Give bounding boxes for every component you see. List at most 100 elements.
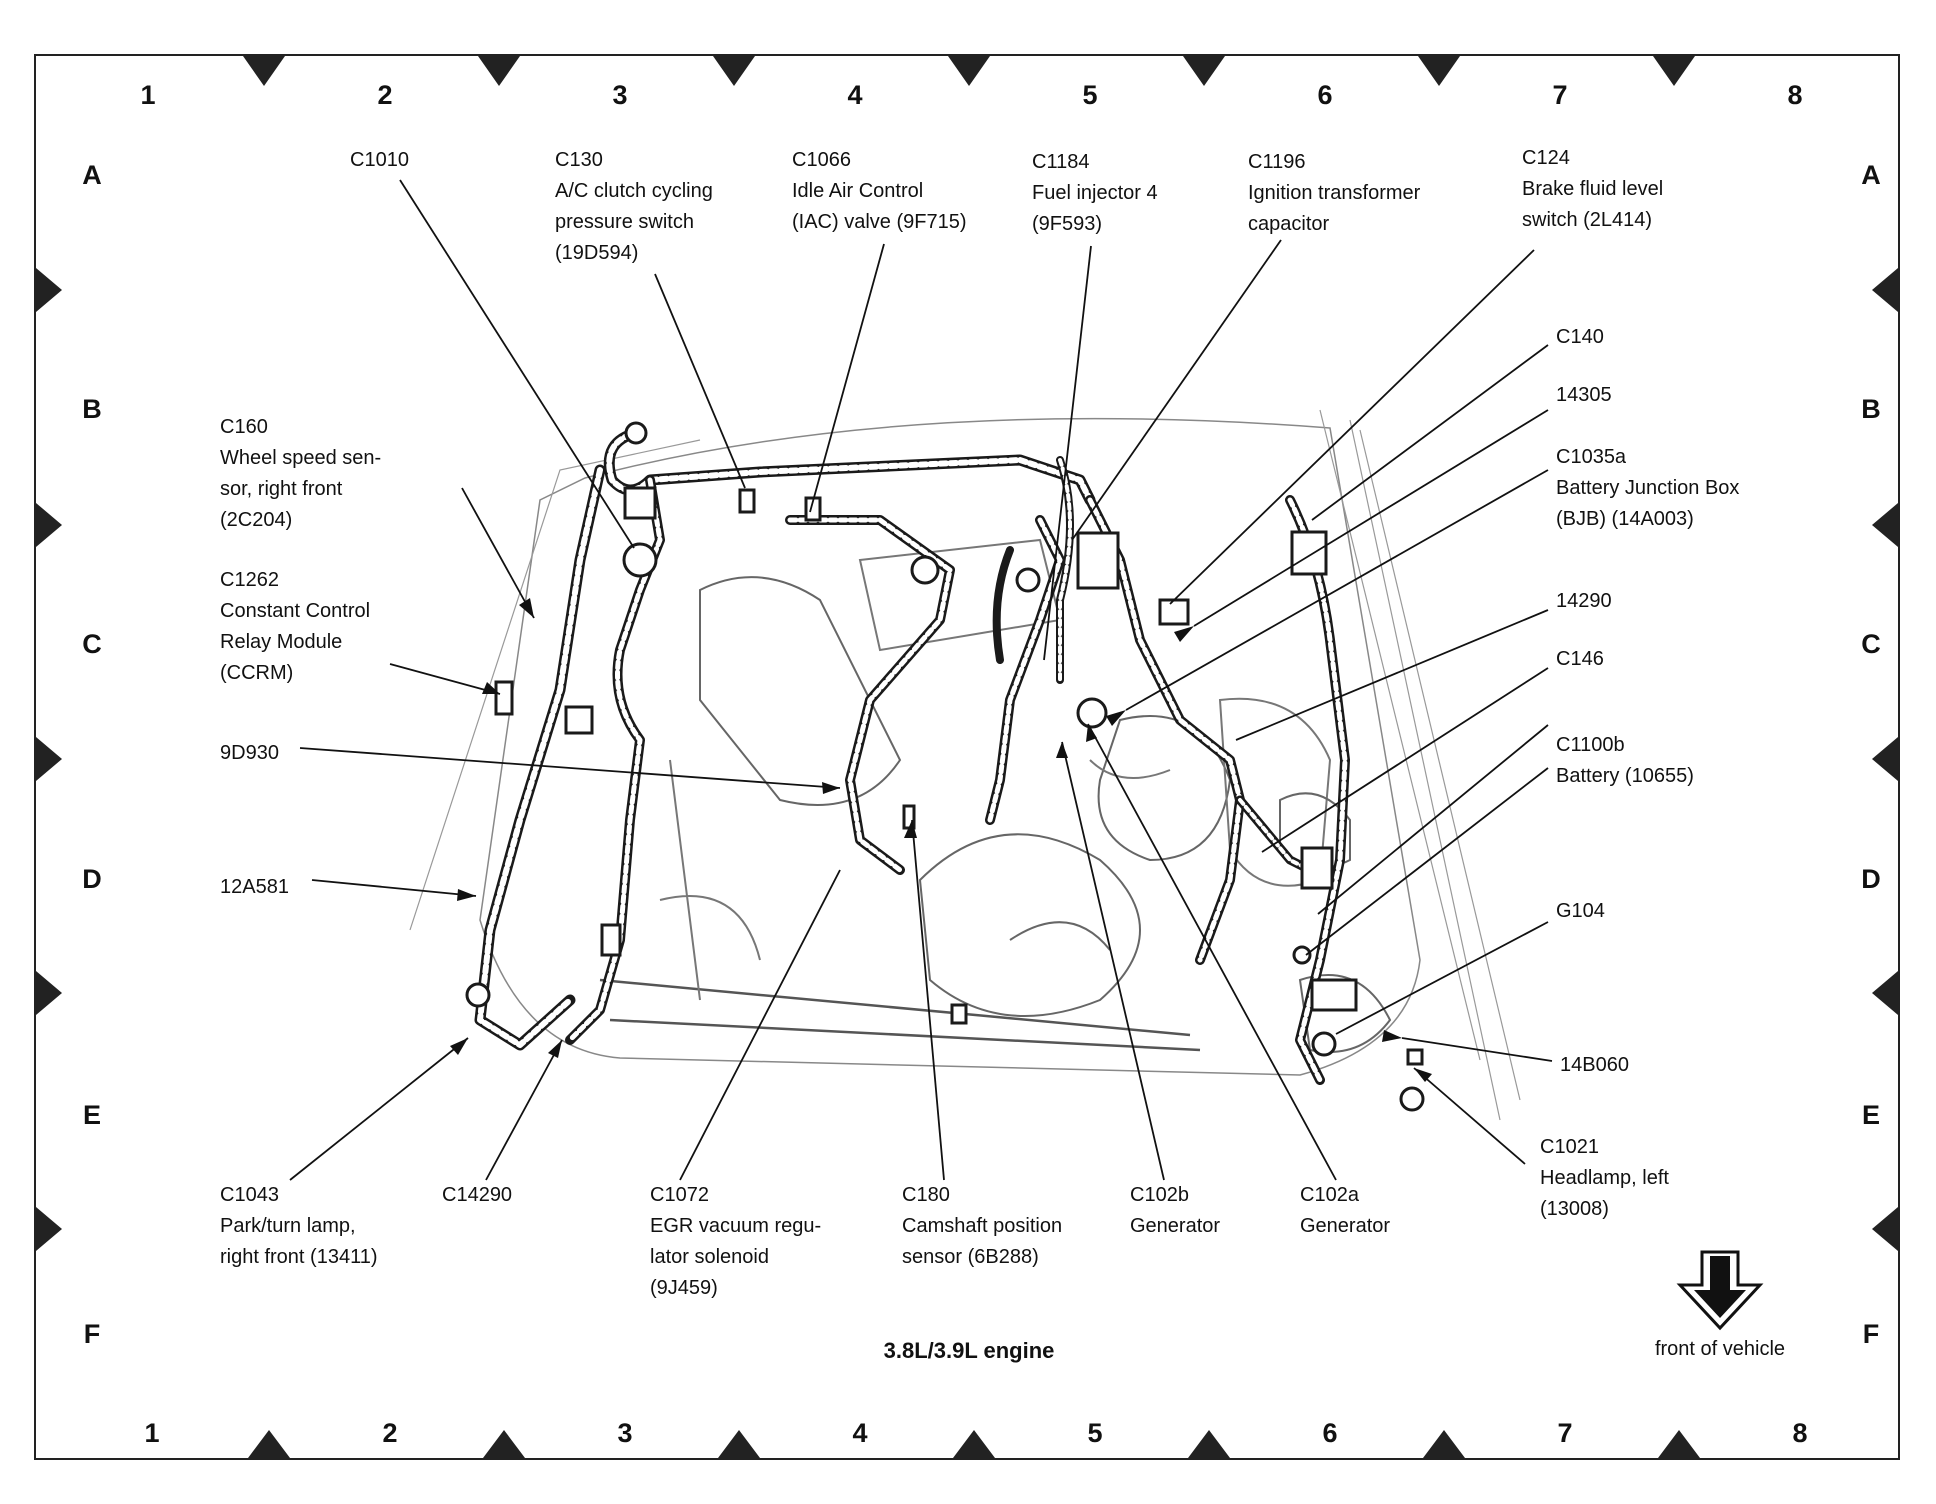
leader-line xyxy=(289,1037,469,1181)
callout-line: C1035a xyxy=(1556,446,1627,468)
callout-line: C14290 xyxy=(442,1184,513,1206)
grid-row-left-b: B xyxy=(82,394,102,424)
callout-line: sor, right front xyxy=(220,478,343,500)
callout-c130: C130 A/C clutch cycling pressure switch … xyxy=(555,145,713,269)
callout-line: Battery (10655) xyxy=(1556,765,1694,787)
grid-marker-left xyxy=(36,1207,62,1251)
callout-line: G104 xyxy=(1556,900,1605,922)
grid-col-top-6: 6 xyxy=(1317,80,1333,110)
callout-line: C1043 xyxy=(220,1184,279,1206)
grid-col-bottom-1: 1 xyxy=(144,1418,160,1448)
grid-row-left-d: D xyxy=(82,864,102,894)
callout-line: C146 xyxy=(1556,648,1604,670)
leader-line xyxy=(654,273,746,489)
connector-block xyxy=(600,923,622,957)
leader-line xyxy=(1261,667,1549,853)
callout-line: C1184 xyxy=(1032,151,1090,173)
callout-line: Wheel speed sen- xyxy=(220,447,382,469)
callout-c1010: C1010 xyxy=(350,145,409,176)
callout-line: 14290 xyxy=(1556,590,1612,612)
leader-line xyxy=(1087,723,1337,1181)
callout-c14290: C14290 xyxy=(442,1180,512,1211)
leader-line xyxy=(399,179,635,549)
grid-marker-bottom xyxy=(953,1430,995,1458)
grid-col-bottom-4: 4 xyxy=(852,1418,868,1448)
leader-line xyxy=(389,663,501,695)
callout-line: capacitor xyxy=(1248,213,1330,235)
grid-marker-left xyxy=(36,737,62,781)
leader-line xyxy=(1335,921,1549,1035)
callout-line: C1066 xyxy=(792,149,851,171)
connector-ring xyxy=(622,542,658,578)
callout-line: (9J459) xyxy=(650,1277,718,1299)
callout-line: sensor (6B288) xyxy=(902,1246,1039,1268)
grid-col-top-1: 1 xyxy=(140,80,156,110)
wiring-harness xyxy=(474,426,1350,1085)
leader-arrowhead xyxy=(519,598,534,618)
callout-line: C160 xyxy=(220,416,268,438)
grid-row-right-d: D xyxy=(1861,864,1881,894)
grid-marker-top xyxy=(1653,56,1695,86)
callout-line: Camshaft position xyxy=(902,1215,1063,1237)
grid-marker-bottom xyxy=(1188,1430,1230,1458)
connector-block xyxy=(950,1003,968,1025)
leader-line xyxy=(461,487,535,619)
grid-row-right-a: A xyxy=(1861,160,1881,190)
callout-line: Constant Control xyxy=(220,600,371,622)
callout-line: (2C204) xyxy=(220,509,293,531)
callout-line: C1021 xyxy=(1540,1136,1599,1158)
grid-marker-right xyxy=(1872,737,1898,781)
leader-arrowhead xyxy=(1414,1068,1432,1082)
callout-c146: C146 xyxy=(1556,644,1604,675)
connector-ring xyxy=(1311,1031,1337,1057)
grid-col-bottom-7: 7 xyxy=(1557,1418,1573,1448)
leader-arrowhead xyxy=(482,682,500,694)
callout-line: right front (13411) xyxy=(220,1246,378,1268)
leader-arrowhead xyxy=(457,889,476,901)
connector-block xyxy=(1310,978,1358,1012)
grid-row-left-e: E xyxy=(82,1100,101,1130)
leader-line xyxy=(1317,724,1549,915)
diagram-border xyxy=(34,54,1900,1460)
callout-c1072: C1072 EGR vacuum regu- lator solenoid (9… xyxy=(650,1180,821,1304)
callout-14b060: 14B060 xyxy=(1560,1050,1629,1081)
callout-c180: C180 Camshaft position sensor (6B288) xyxy=(902,1180,1062,1273)
connector-block xyxy=(1158,598,1190,626)
connector-ring xyxy=(1292,945,1312,965)
leader-line xyxy=(1125,469,1549,711)
grid-marker-bottom xyxy=(483,1430,525,1458)
callout-g104: G104 xyxy=(1556,896,1605,927)
connector-block xyxy=(1076,531,1120,590)
callout-line: C1010 xyxy=(350,149,409,171)
connector-ring xyxy=(465,982,491,1008)
callout-c102a: C102a Generator xyxy=(1300,1180,1390,1242)
grid-marker-top xyxy=(1183,56,1225,86)
grid-marker-top xyxy=(713,56,755,86)
callout-line: Brake fluid level xyxy=(1522,178,1664,200)
grid-row-left-a: A xyxy=(82,160,102,190)
leader-arrowhead xyxy=(1086,724,1097,742)
callout-line: 12A581 xyxy=(220,876,289,898)
grid-marker-left xyxy=(36,503,62,547)
callout-line: (13008) xyxy=(1540,1198,1609,1220)
grid-col-top-2: 2 xyxy=(377,80,393,110)
callout-line: (IAC) valve (9F715) xyxy=(792,211,967,233)
callout-c1043: C1043 Park/turn lamp, right front (13411… xyxy=(220,1180,378,1273)
callout-line: C1100b xyxy=(1556,734,1625,756)
callout-line: Park/turn lamp, xyxy=(220,1215,356,1237)
front-of-vehicle-arrow xyxy=(1676,1250,1764,1331)
callout-line: 9D930 xyxy=(220,742,279,764)
grid-marker-bottom xyxy=(248,1430,290,1458)
callout-c160: C160 Wheel speed sen- sor, right front (… xyxy=(220,412,381,536)
callout-line: Relay Module xyxy=(220,631,343,653)
grid-marker-bottom xyxy=(1423,1430,1465,1458)
leader-arrowhead xyxy=(822,782,840,794)
leader-line xyxy=(1043,245,1092,661)
grid-marker-left xyxy=(36,268,62,312)
callout-c1262: C1262 Constant Control Relay Module (CCR… xyxy=(220,565,370,689)
connector-glyphs xyxy=(465,421,1425,1112)
callout-leader-lines xyxy=(289,179,1553,1181)
grid-col-top-7: 7 xyxy=(1552,80,1568,110)
